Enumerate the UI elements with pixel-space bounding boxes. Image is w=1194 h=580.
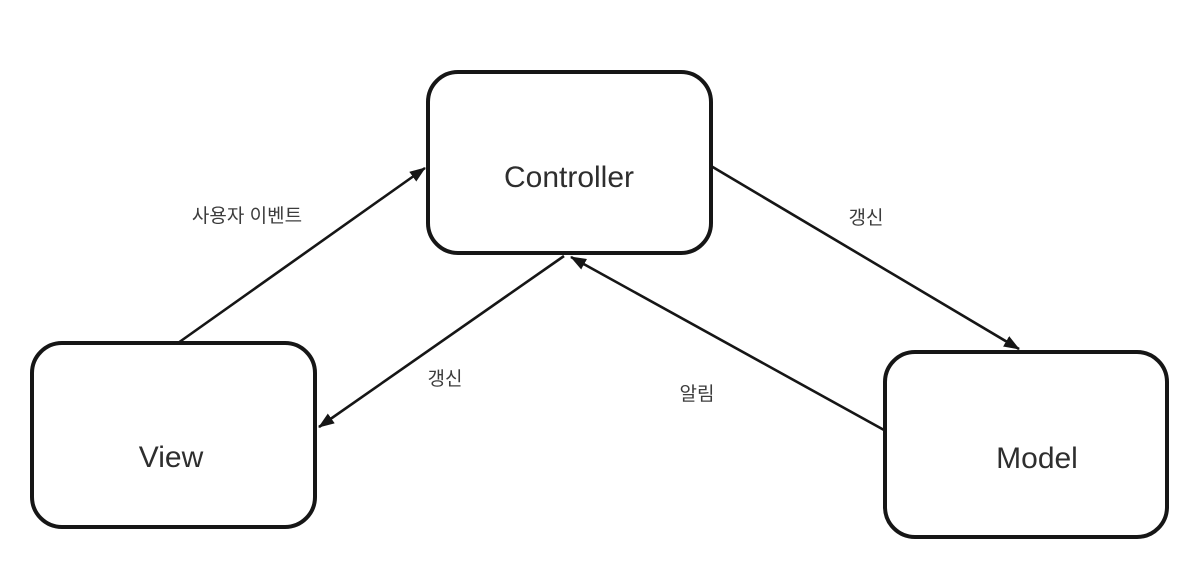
edge-label-user-event: 사용자 이벤트 — [192, 205, 302, 227]
node-view — [30, 341, 317, 529]
node-controller-label: Controller — [504, 161, 634, 194]
edge-controller-to-view — [318, 254, 565, 429]
edge-label-notify: 알림 — [680, 383, 715, 405]
node-controller — [426, 70, 713, 255]
edge-model-to-controller — [570, 255, 885, 432]
edge-controller-to-model — [710, 164, 1020, 351]
edge-view-to-controller — [177, 166, 426, 345]
edge-label-update-model: 갱신 — [849, 207, 884, 229]
node-view-label: View — [139, 441, 204, 474]
node-model-label: Model — [996, 442, 1078, 475]
edge-label-update-view: 갱신 — [428, 368, 463, 390]
node-model — [883, 350, 1169, 539]
